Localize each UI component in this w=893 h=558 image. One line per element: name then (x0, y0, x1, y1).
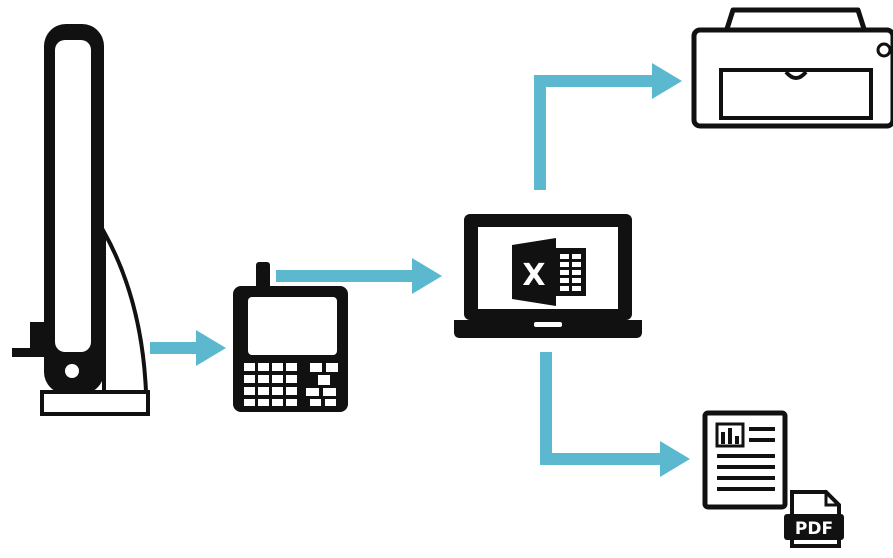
laptop-icon: X (454, 214, 642, 338)
handheld-data-logger-icon (233, 262, 348, 412)
pdf-label: PDF (795, 519, 833, 539)
spreadsheet-letter: X (522, 258, 545, 293)
spreadsheet-logo-icon: X (512, 238, 586, 306)
pdf-file-icon: PDF (784, 490, 844, 548)
arrow-laptop-to-report (540, 352, 690, 477)
printer-icon (691, 7, 893, 129)
arrow-laptop-to-printer (534, 63, 682, 190)
height-gauge-icon (12, 24, 150, 416)
keypad (244, 363, 338, 406)
flow-arrows (150, 63, 690, 477)
arrow-gauge-to-logger (150, 330, 226, 366)
report-document-icon (702, 410, 788, 510)
arrow-logger-to-laptop (276, 258, 442, 294)
